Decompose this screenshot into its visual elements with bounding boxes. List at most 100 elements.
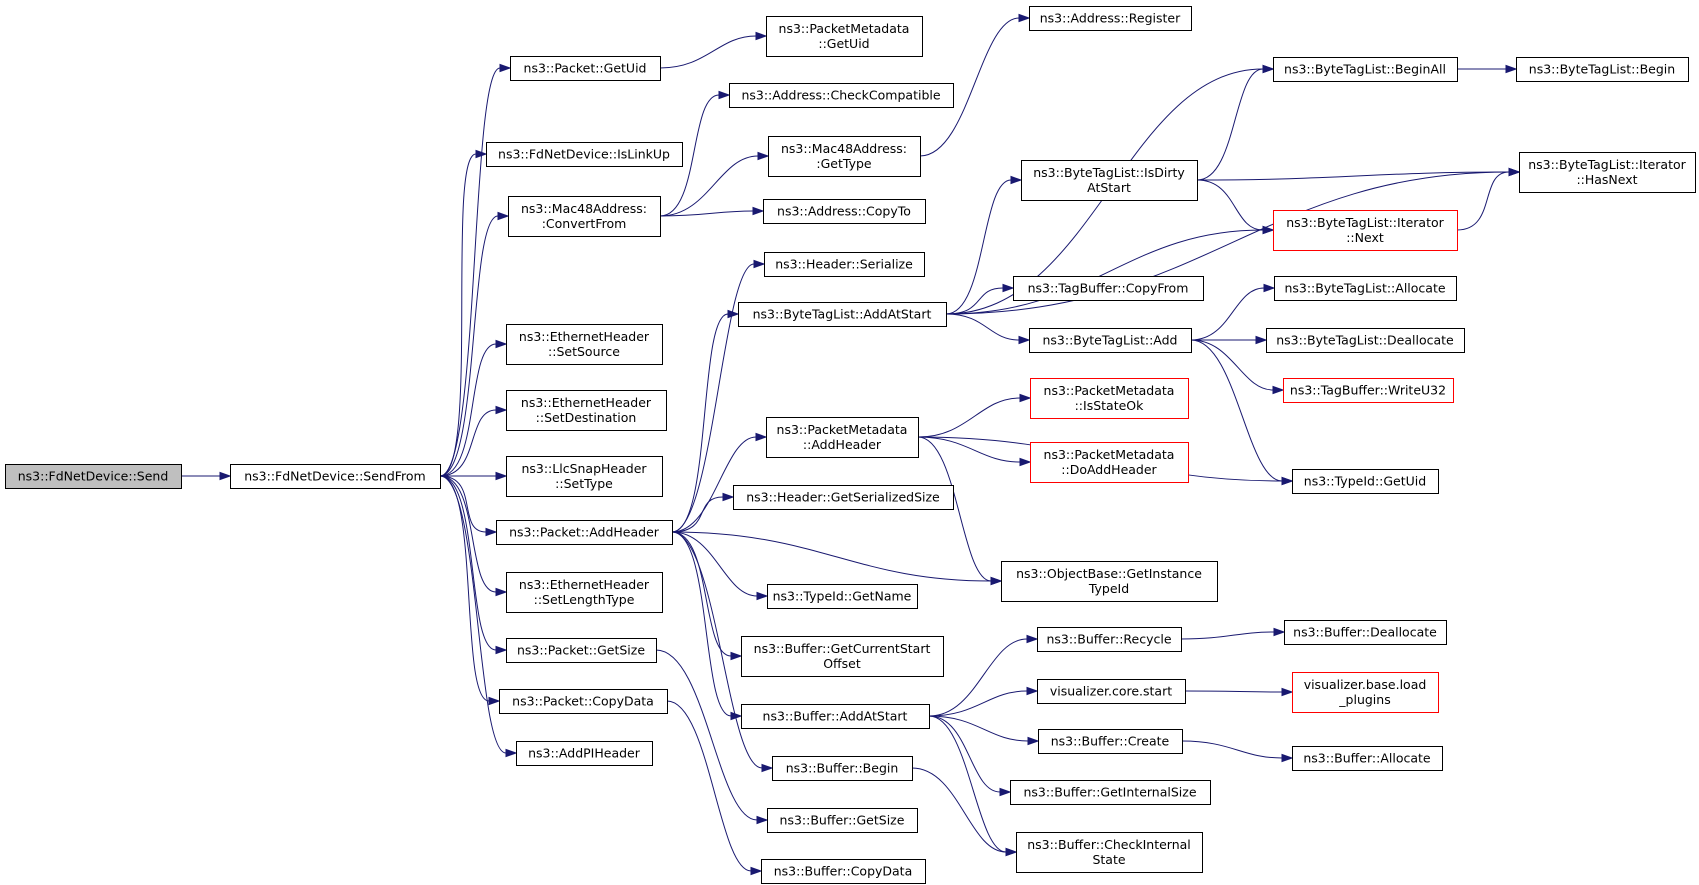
node-buf_getsize[interactable]: ns3::Buffer::GetSize — [767, 808, 918, 833]
node-box — [1273, 210, 1458, 251]
node-pm_getuid[interactable]: ns3::PacketMetadata::GetUid — [766, 16, 923, 57]
node-label: ::IsStateOk — [1075, 398, 1145, 413]
node-eth_setdest[interactable]: ns3::EthernetHeader::SetDestination — [506, 390, 667, 431]
node-sendfrom[interactable]: ns3::FdNetDevice::SendFrom — [230, 464, 441, 489]
node-label: ns3::Mac48Address: — [521, 201, 647, 216]
node-llc_settype[interactable]: ns3::LlcSnapHeader::SetType — [506, 456, 663, 497]
edge-btl_addatstart-to-btl_isdirty — [945, 175, 1023, 315]
node-pkt_getsize[interactable]: ns3::Packet::GetSize — [506, 638, 657, 663]
node-buf_addatstart[interactable]: ns3::Buffer::AddAtStart — [741, 704, 930, 729]
arrowhead — [990, 576, 1003, 586]
node-box — [767, 584, 918, 609]
node-tid_getuid[interactable]: ns3::TypeId::GetUid — [1292, 469, 1439, 494]
node-buf_create[interactable]: ns3::Buffer::Create — [1038, 729, 1183, 754]
node-pm_isstateok[interactable]: ns3::PacketMetadata::IsStateOk — [1030, 378, 1189, 419]
node-label: ns3::Buffer::AddAtStart — [763, 709, 908, 724]
node-box — [506, 390, 667, 431]
node-pm_doaddheader[interactable]: ns3::PacketMetadata::DoAddHeader — [1030, 442, 1189, 483]
node-addr_check[interactable]: ns3::Address::CheckCompatible — [729, 83, 954, 108]
arrowhead — [756, 815, 769, 825]
node-btl_it_hasnext[interactable]: ns3::ByteTagList::Iterator::HasNext — [1519, 152, 1696, 193]
node-buf_dealloc[interactable]: ns3::Buffer::Deallocate — [1284, 620, 1447, 645]
arrowhead — [756, 591, 769, 601]
node-box — [499, 689, 668, 714]
edge-mac_convert-to-addr_copyto — [659, 206, 765, 217]
node-label: ns3::PacketMetadata — [1044, 447, 1175, 462]
node-btl_beginall[interactable]: ns3::ByteTagList::BeginAll — [1273, 57, 1458, 82]
edge-btl_addatstart-to-btl_add — [945, 313, 1031, 345]
edge-buf_addatstart-to-buf_recycle — [928, 634, 1039, 717]
node-hdr_serialize[interactable]: ns3::Header::Serialize — [764, 252, 925, 277]
edge-pkt_addheader-to-buf_addatstart — [671, 531, 743, 721]
arrowhead — [730, 651, 743, 661]
node-islinkup[interactable]: ns3::FdNetDevice::IsLinkUp — [486, 142, 683, 167]
node-box — [738, 302, 947, 327]
node-pkt_getuid[interactable]: ns3::Packet::GetUid — [510, 56, 661, 81]
edge-btl_addatstart-to-tb_copyfrom — [945, 283, 1015, 315]
node-box — [230, 464, 441, 489]
node-buf_copydata[interactable]: ns3::Buffer::CopyData — [761, 859, 926, 884]
node-label: ns3::ObjectBase::GetInstance — [1016, 566, 1202, 581]
node-label: ns3::ByteTagList::Begin — [1529, 62, 1675, 77]
node-label: ::GetUid — [818, 36, 869, 51]
node-eth_setsource[interactable]: ns3::EthernetHeader::SetSource — [506, 324, 663, 365]
node-addpiheader[interactable]: ns3::AddPIHeader — [516, 741, 653, 766]
edge-pkt_addheader-to-tid_getname — [671, 531, 769, 601]
node-addr_register[interactable]: ns3::Address::Register — [1029, 6, 1192, 31]
edge-sendfrom-to-islinkup — [439, 149, 488, 477]
node-box — [1037, 627, 1182, 652]
node-hdr_getser[interactable]: ns3::Header::GetSerializedSize — [733, 485, 954, 510]
node-btl_dealloc[interactable]: ns3::ByteTagList::Deallocate — [1266, 328, 1465, 353]
edge-pkt_copydata-to-buf_copydata — [666, 700, 763, 876]
arrowhead — [495, 405, 508, 415]
node-buf_allocate[interactable]: ns3::Buffer::Allocate — [1292, 746, 1443, 771]
node-label: ns3::EthernetHeader — [519, 577, 650, 592]
node-pm_addheader[interactable]: ns3::PacketMetadata::AddHeader — [766, 417, 919, 458]
node-pkt_copydata[interactable]: ns3::Packet::CopyData — [499, 689, 668, 714]
arrowhead — [1019, 393, 1032, 403]
node-box — [1038, 729, 1183, 754]
node-tb_writeu32[interactable]: ns3::TagBuffer::WriteU32 — [1283, 378, 1454, 403]
arrowhead — [755, 31, 768, 41]
node-buf_begin[interactable]: ns3::Buffer::Begin — [772, 756, 913, 781]
node-vis_load[interactable]: visualizer.base.load_plugins — [1292, 672, 1439, 713]
node-box — [768, 136, 921, 177]
node-box — [510, 56, 661, 81]
node-buf_getint[interactable]: ns3::Buffer::GetInternalSize — [1010, 780, 1211, 805]
arrowhead — [497, 211, 510, 221]
node-label: ns3::TypeId::GetName — [773, 589, 912, 604]
node-tb_copyfrom[interactable]: ns3::TagBuffer::CopyFrom — [1013, 276, 1204, 301]
node-mac_convert[interactable]: ns3::Mac48Address::ConvertFrom — [508, 196, 661, 237]
node-mac_gettype[interactable]: ns3::Mac48Address::GetType — [768, 136, 921, 177]
node-box — [741, 704, 930, 729]
node-addr_copyto[interactable]: ns3::Address::CopyTo — [763, 199, 926, 224]
node-box — [1273, 57, 1458, 82]
node-btl_begin[interactable]: ns3::ByteTagList::Begin — [1516, 57, 1689, 82]
node-eth_setlen[interactable]: ns3::EthernetHeader::SetLengthType — [506, 572, 663, 613]
node-pkt_addheader[interactable]: ns3::Packet::AddHeader — [496, 520, 673, 545]
node-box — [506, 638, 657, 663]
node-label: ns3::ByteTagList::BeginAll — [1284, 62, 1446, 77]
node-btl_addatstart[interactable]: ns3::ByteTagList::AddAtStart — [738, 302, 947, 327]
arrowhead — [1002, 283, 1015, 293]
node-label: ns3::Buffer::CheckInternal — [1027, 837, 1191, 852]
arrowhead — [495, 645, 508, 655]
node-btl_it_next[interactable]: ns3::ByteTagList::Iterator::Next — [1273, 210, 1458, 251]
node-tid_getname[interactable]: ns3::TypeId::GetName — [767, 584, 918, 609]
node-buf_recycle[interactable]: ns3::Buffer::Recycle — [1037, 627, 1182, 652]
arrowhead — [757, 151, 770, 161]
arrowhead — [1505, 64, 1518, 74]
arrowhead — [1281, 753, 1294, 763]
node-send[interactable]: ns3::FdNetDevice::Send — [5, 464, 182, 489]
node-label: ns3::EthernetHeader — [519, 329, 650, 344]
node-vis_start[interactable]: visualizer.core.start — [1037, 679, 1186, 704]
edge-pm_addheader-to-ob_getinst — [917, 436, 1003, 586]
node-btl_add[interactable]: ns3::ByteTagList::Add — [1029, 328, 1192, 353]
arrowhead — [495, 587, 508, 597]
node-label: ns3::Mac48Address: — [781, 141, 907, 156]
node-btl_allocate[interactable]: ns3::ByteTagList::Allocate — [1274, 276, 1457, 301]
